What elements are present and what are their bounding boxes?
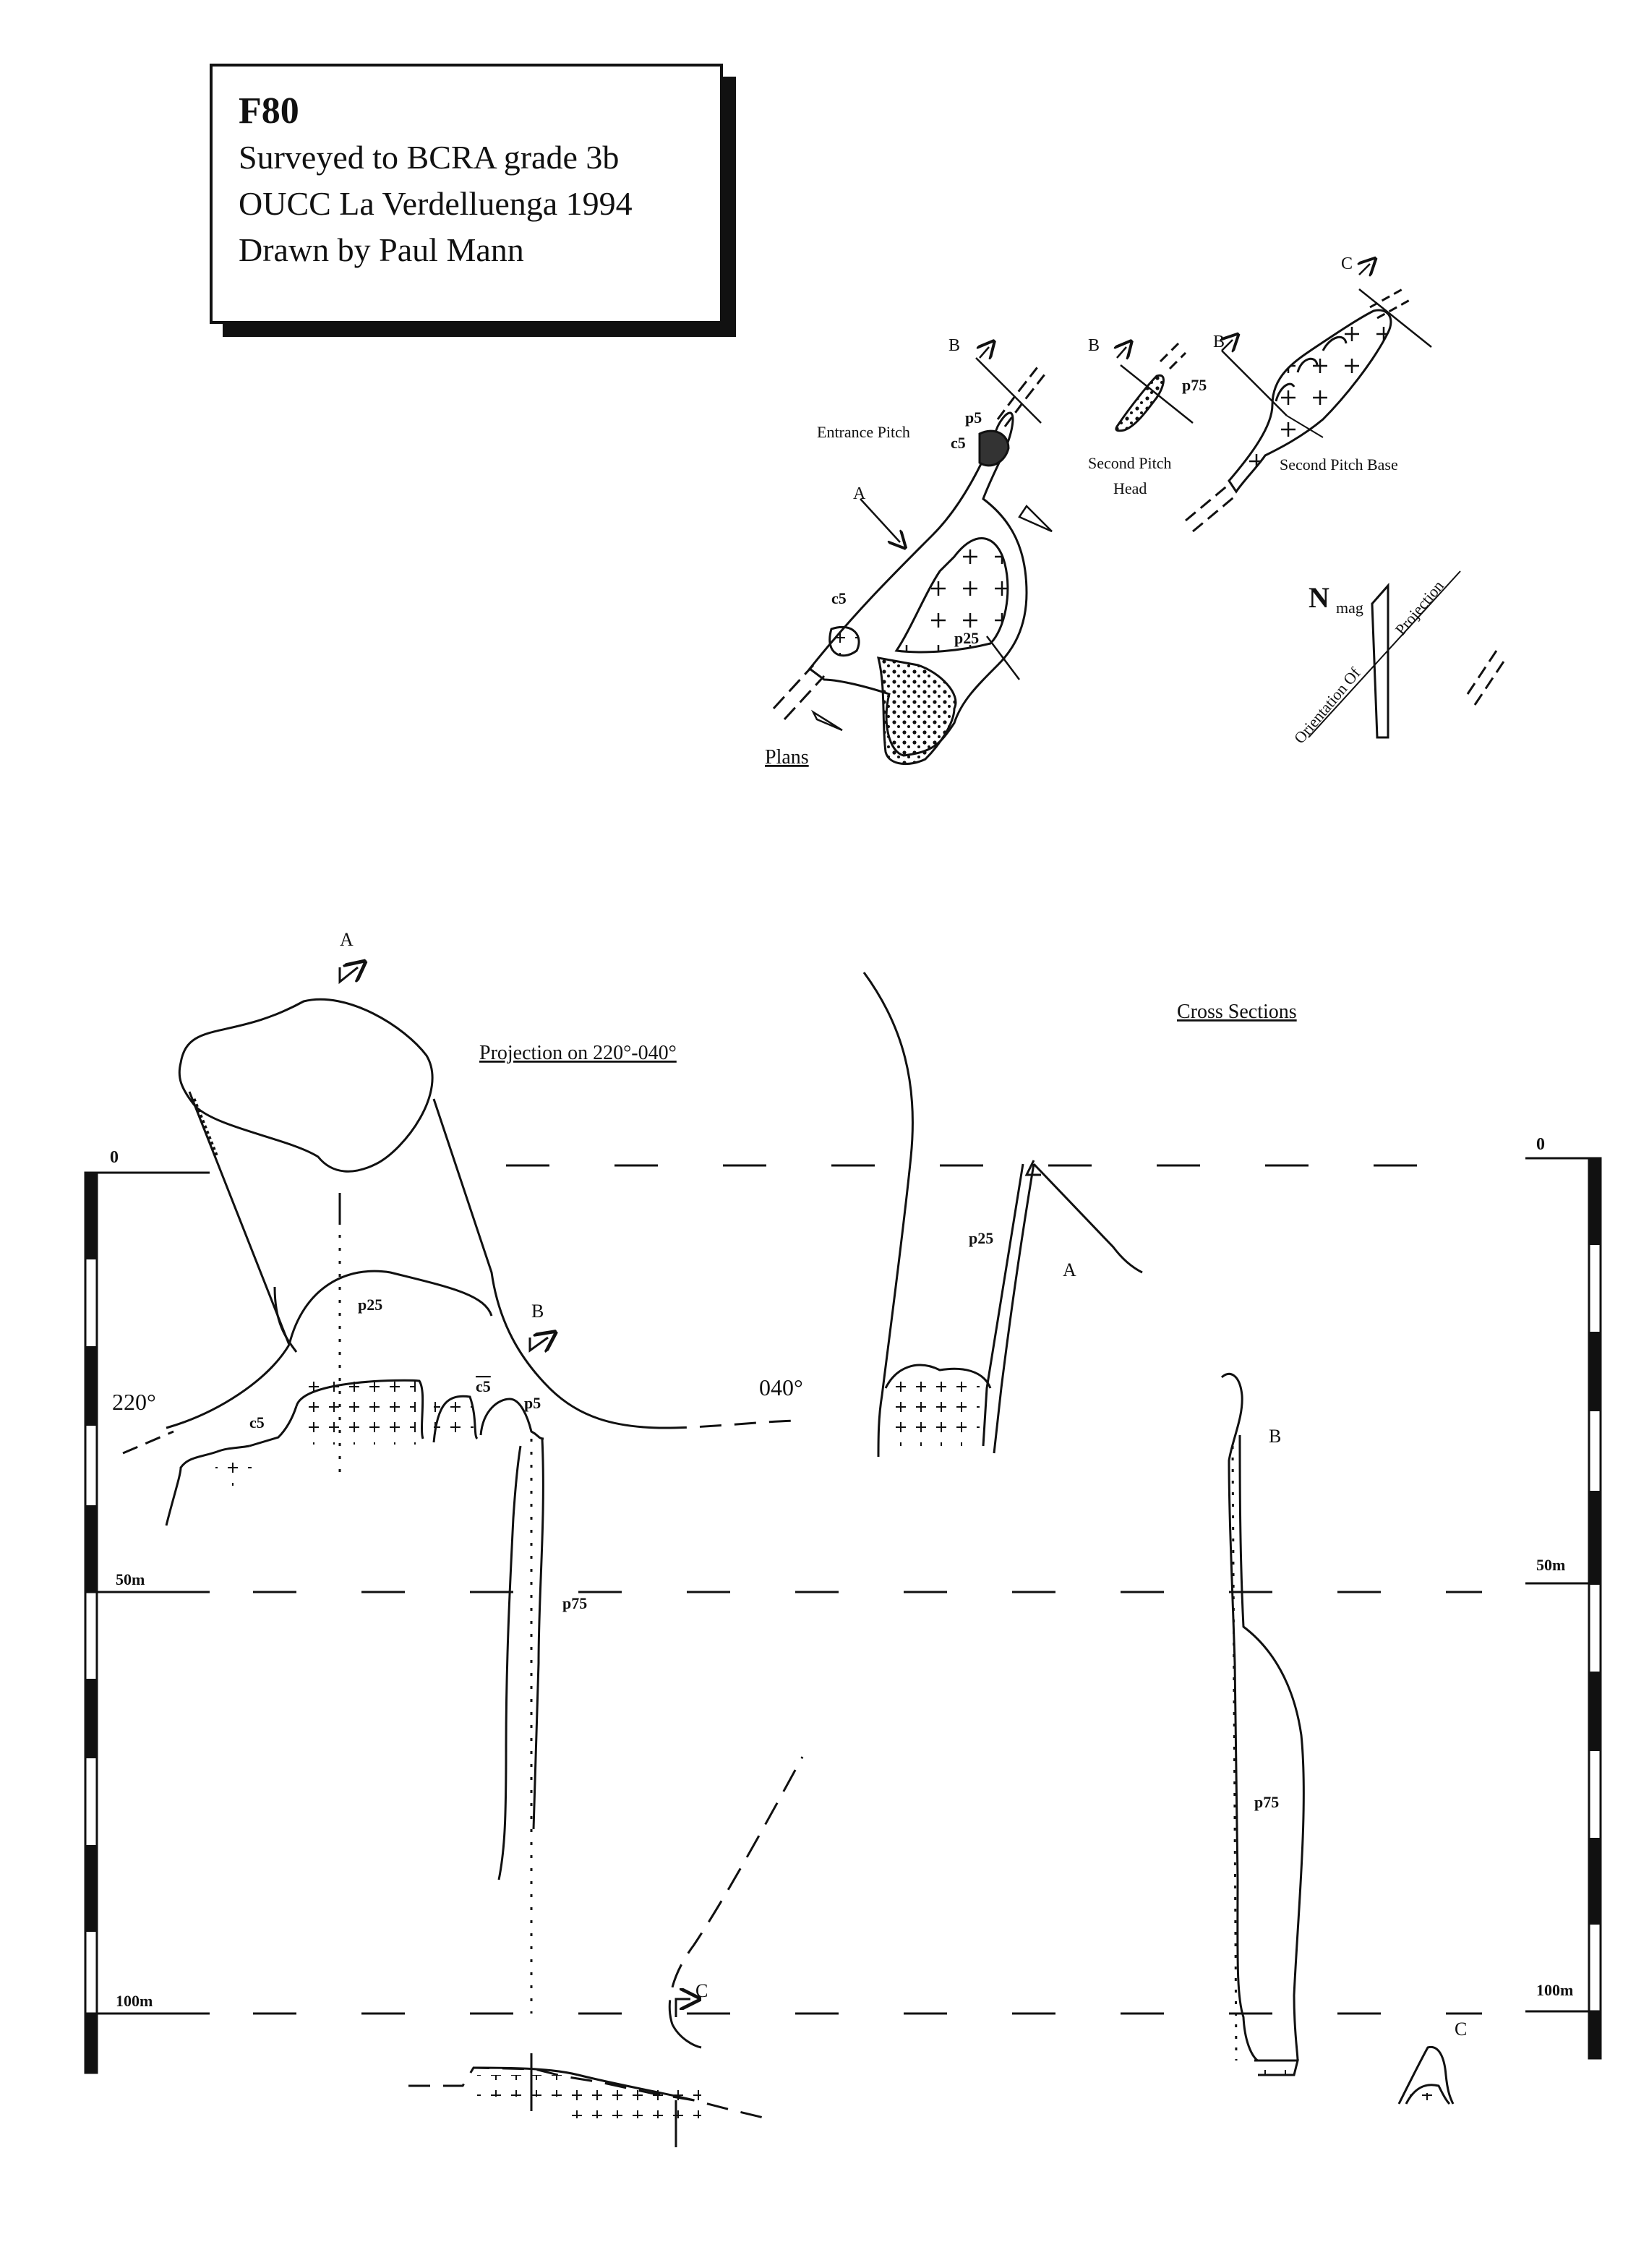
cross-section-labels: Cross Sections p25 A B p75 C (969, 1001, 1467, 2040)
label-second-pitch-base: Second Pitch Base (1280, 455, 1398, 474)
cross-sections-heading: Cross Sections (1177, 1001, 1297, 1023)
orientation-text-2: Projection (1392, 577, 1447, 638)
proj-label-p75: p75 (562, 1594, 587, 1612)
label-second-pitch-head-1: Second Pitch (1088, 454, 1172, 472)
plan-section-lines (810, 347, 1053, 732)
north-subscript: mag (1336, 599, 1363, 617)
depth-datum-lines (253, 1164, 1482, 2015)
expedition-name: OUCC La Verdelluenga 1994 (239, 185, 633, 222)
xs-label-b: B (1269, 1426, 1281, 1447)
scale-right-0: 0 (1536, 1135, 1545, 1154)
label-second-pitch-head-2: Head (1113, 479, 1147, 497)
proj-label-p25: p25 (358, 1296, 382, 1314)
bearing-left: 220° (112, 1389, 156, 1415)
label-plan-p5: p5 (965, 408, 982, 427)
label-plan-section-c: C (1341, 254, 1353, 273)
scale-bar-left: 0 50m 100m (84, 1148, 210, 2074)
title-block: F80 Surveyed to BCRA grade 3b OUCC La Ve… (210, 64, 723, 324)
bearing-right: 040° (759, 1374, 803, 1400)
plans-heading: Plans (765, 746, 809, 769)
projection-boulders (215, 1381, 701, 2118)
orientation-text-1: Orientation Of (1290, 664, 1364, 747)
cross-section-b (1220, 1372, 1305, 2076)
xs-label-p25: p25 (969, 1229, 993, 1247)
north-arrow: N mag Orientation Of Projection (1290, 570, 1461, 747)
plan-labels: Entrance Pitch p5 c5 c5 p25 p75 A B B B … (765, 254, 1398, 769)
proj-section-c: C (695, 1980, 708, 2001)
projection-labels: Projection on 220°-040° 220° 040° A B C … (112, 929, 803, 2001)
label-plan-c5-upper: c5 (951, 434, 966, 452)
proj-label-c5: c5 (249, 1413, 265, 1432)
xs-label-p75: p75 (1254, 1793, 1279, 1811)
projection-survey (122, 967, 804, 2147)
label-plan-c5-lower: c5 (831, 589, 847, 607)
label-plan-section-b3: B (1213, 333, 1225, 351)
proj-section-a: A (340, 929, 354, 950)
proj-label-p5: p5 (524, 1394, 541, 1412)
survey-grade: Surveyed to BCRA grade 3b (239, 139, 620, 176)
scale-bar-right: 0 50m 100m (1525, 1135, 1602, 2060)
scale-right-50m: 50m (1536, 1556, 1565, 1574)
proj-label-c5-bar: c5 (476, 1377, 491, 1395)
plan-second-pitch-head (1116, 343, 1194, 432)
label-entrance-pitch: Entrance Pitch (817, 423, 910, 441)
cave-id: F80 (239, 90, 299, 132)
cross-section-c (1397, 2045, 1455, 2106)
scale-left-50m: 50m (116, 1570, 145, 1588)
north-letter: N (1309, 581, 1329, 614)
plan-second-pitch-base (1185, 264, 1505, 706)
label-plan-p75: p75 (1182, 376, 1207, 394)
scale-left-0: 0 (110, 1148, 119, 1167)
scale-left-100m: 100m (116, 1992, 153, 2010)
label-plan-section-b1: B (948, 336, 960, 355)
label-plan-section-b2: B (1088, 336, 1100, 355)
plan-entrance-series (772, 367, 1046, 766)
drawn-by: Drawn by Paul Mann (239, 231, 524, 268)
xs-label-a: A (1063, 1259, 1076, 1280)
label-plan-p25: p25 (954, 629, 979, 647)
scale-right-100m: 100m (1536, 1981, 1573, 1999)
xs-label-c: C (1455, 2019, 1467, 2040)
cross-section-a (862, 972, 1143, 1458)
projection-heading: Projection on 220°-040° (479, 1042, 677, 1064)
label-plan-section-a: A (853, 484, 866, 503)
proj-section-b: B (531, 1301, 544, 1322)
